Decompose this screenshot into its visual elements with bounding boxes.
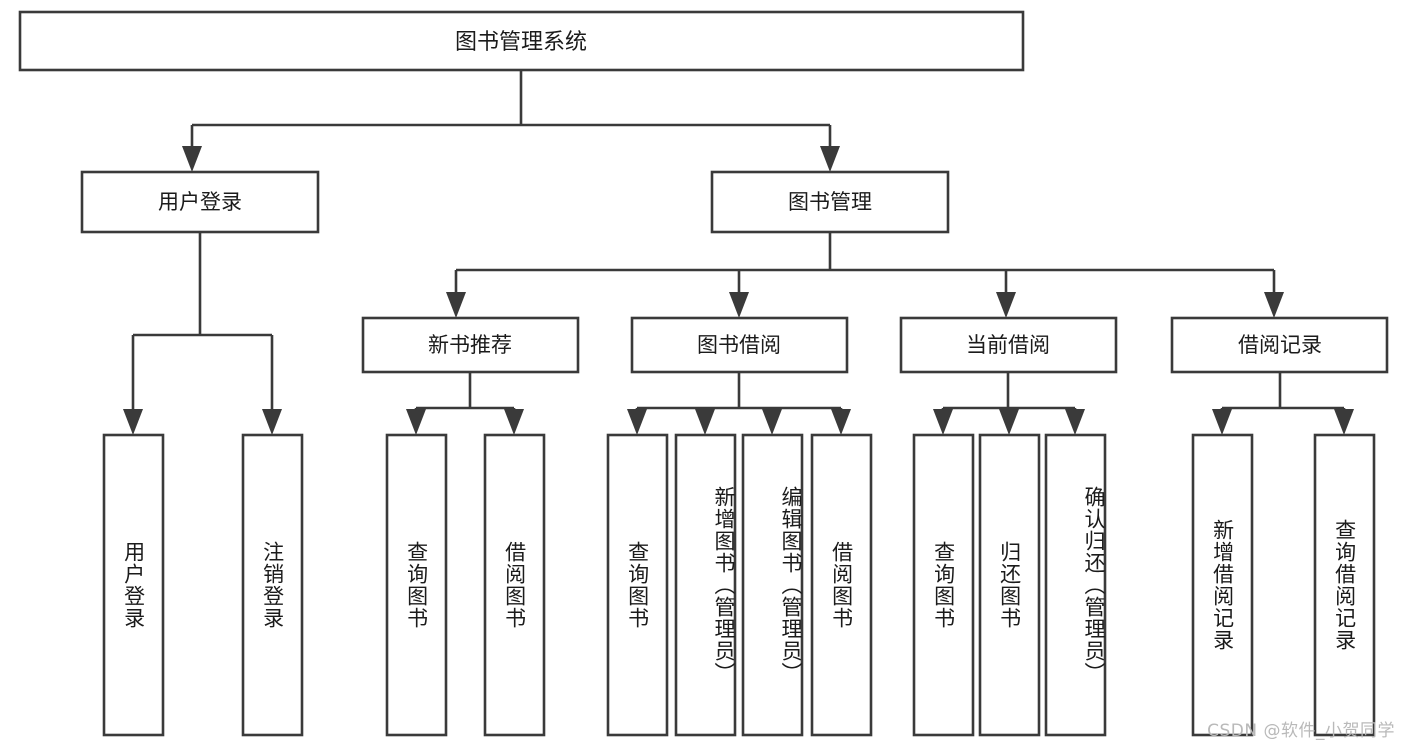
arrow-head-icon [729, 292, 749, 318]
connector-new-book-recommend-to-leaves [406, 372, 524, 435]
arrow-head-icon [1065, 409, 1085, 435]
leaf-box-borrow-book-2[interactable] [810, 433, 873, 737]
node-root[interactable]: 图书管理系统 [18, 10, 1025, 72]
leaf-box-return-book[interactable] [978, 433, 1041, 737]
arrow-head-icon [1212, 409, 1232, 435]
leaf-box-borrow-book-1[interactable] [483, 433, 546, 737]
leaf-box-query-book-3[interactable] [912, 433, 975, 737]
arrow-head-icon [406, 409, 426, 435]
arrow-head-icon [504, 409, 524, 435]
node-user-login[interactable]: 用户登录 [80, 170, 320, 234]
arrow-head-icon [999, 409, 1019, 435]
node-current-borrow[interactable]: 当前借阅 [899, 316, 1118, 374]
node-root-label: 图书管理系统 [455, 30, 587, 55]
arrow-head-icon [762, 409, 782, 435]
node-book-borrow-label: 图书借阅 [697, 333, 781, 357]
node-book-management[interactable]: 图书管理 [710, 170, 950, 234]
node-new-book-recommend-label: 新书推荐 [428, 333, 512, 357]
node-new-book-recommend[interactable]: 新书推荐 [361, 316, 580, 374]
arrow-head-icon [695, 409, 715, 435]
node-borrow-record-label: 借阅记录 [1238, 333, 1322, 357]
node-borrow-record[interactable]: 借阅记录 [1170, 316, 1389, 374]
leaf-box-edit-book-admin[interactable] [741, 433, 804, 737]
leaf-box-confirm-return-admin[interactable] [1044, 433, 1107, 737]
leaf-box-query-borrow-record[interactable] [1313, 433, 1376, 737]
connector-root-to-level1 [182, 70, 840, 172]
node-user-login-box [80, 170, 320, 234]
connector-book-borrow-to-leaves [627, 372, 851, 435]
arrow-head-icon [182, 146, 202, 172]
arrow-head-icon [933, 409, 953, 435]
node-root-box [18, 10, 1025, 72]
arrow-head-icon [996, 292, 1016, 318]
node-current-borrow-label: 当前借阅 [966, 333, 1050, 357]
arrow-head-icon [123, 409, 143, 435]
connector-current-borrow-to-leaves [933, 372, 1085, 435]
arrow-head-icon [831, 409, 851, 435]
watermark-text: CSDN @软件_小贺同学 [1207, 721, 1395, 741]
node-book-management-label: 图书管理 [788, 190, 872, 214]
node-new-book-recommend-box [361, 316, 580, 374]
connector-user-login-to-leaves [123, 232, 282, 435]
arrow-head-icon [446, 292, 466, 318]
leaf-box-user-login[interactable] [102, 433, 165, 737]
arrow-head-icon [627, 409, 647, 435]
leaf-box-add-book-admin[interactable] [674, 433, 737, 737]
node-user-login-label: 用户登录 [158, 190, 242, 214]
arrow-head-icon [820, 146, 840, 172]
node-current-borrow-box [899, 316, 1118, 374]
node-book-borrow[interactable]: 图书借阅 [630, 316, 849, 374]
leaf-box-query-book-1[interactable] [385, 433, 448, 737]
arrow-head-icon [1334, 409, 1354, 435]
leaf-box-logout[interactable] [241, 433, 304, 737]
leaf-box-query-book-2[interactable] [606, 433, 669, 737]
arrow-head-icon [262, 409, 282, 435]
leaf-box-add-borrow-record[interactable] [1191, 433, 1254, 737]
connector-book-management-to-level2 [446, 232, 1284, 318]
connector-borrow-record-to-leaves [1212, 372, 1354, 435]
arrow-head-icon [1264, 292, 1284, 318]
